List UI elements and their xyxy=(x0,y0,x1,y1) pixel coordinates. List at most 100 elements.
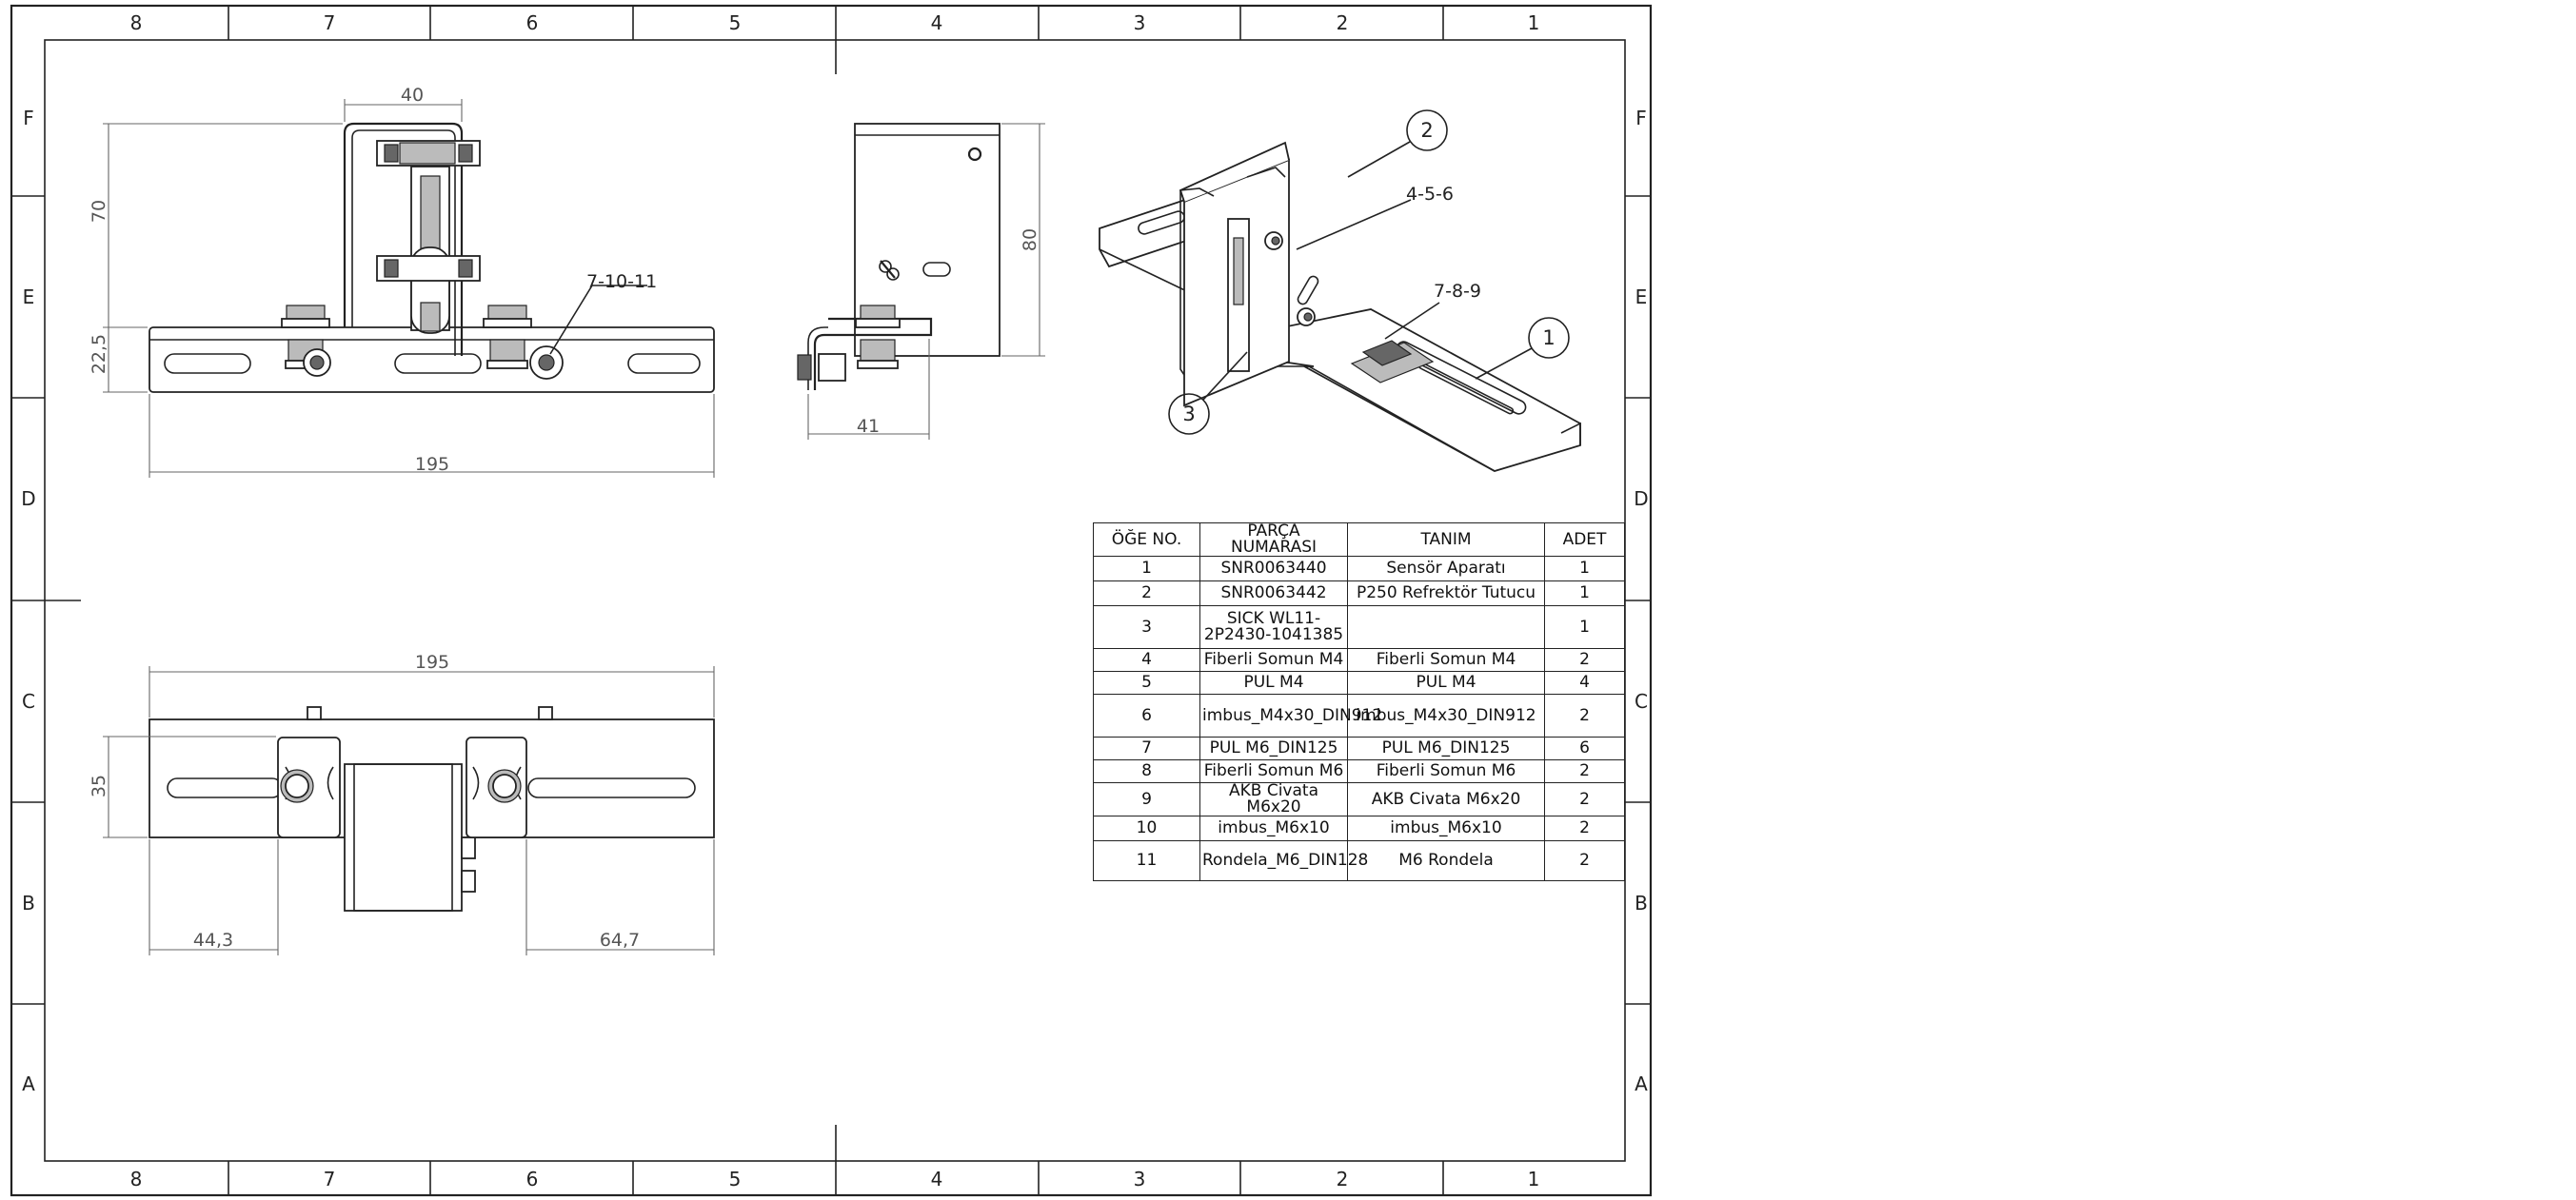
balloon-2-label: 2 xyxy=(1420,119,1433,142)
table-row: 2 SNR0063442 P250 Refrektör Tutucu 1 xyxy=(1093,580,1625,606)
bom-desc: imbus_M4x30_DIN912 xyxy=(1347,694,1545,738)
base-bracket-side xyxy=(813,317,933,390)
bom-header-no: ÖĞE NO. xyxy=(1093,522,1200,557)
bom-no: 3 xyxy=(1093,605,1200,649)
zone-col-top-1: 8 xyxy=(130,11,143,34)
zone-row-left-6: A xyxy=(22,1072,35,1095)
top-view: 195 35 44,3 64,7 xyxy=(89,652,715,955)
bom-no: 4 xyxy=(1093,648,1200,672)
balloon-3-label: 3 xyxy=(1182,403,1195,425)
bom-desc: P250 Refrektör Tutucu xyxy=(1347,580,1545,606)
zone-row-left-1: F xyxy=(23,107,34,129)
bom-qty: 1 xyxy=(1544,580,1625,606)
sheet-border xyxy=(10,4,1653,1197)
bom-qty: 2 xyxy=(1544,694,1625,738)
bom-no: 10 xyxy=(1093,816,1200,841)
bom-no: 7 xyxy=(1093,737,1200,760)
table-row: 10 imbus_M6x10 imbus_M6x10 2 xyxy=(1093,816,1625,841)
callout-7-8-9: 7-8-9 xyxy=(1434,281,1481,302)
isometric-view: 2 1 3 4-5-6 7-8-9 xyxy=(1099,109,1581,472)
bom-part: imbus_M6x10 xyxy=(1199,816,1348,841)
zone-row-right-6: A xyxy=(1635,1072,1648,1095)
dim-height: 70 xyxy=(89,200,109,223)
dim-side-depth: 41 xyxy=(857,416,880,437)
bom-part: SNR0063440 xyxy=(1199,556,1348,581)
dim-width-top: 40 xyxy=(401,85,424,106)
callout-leader xyxy=(549,285,647,355)
bom-part: Rondela_M6_DIN128 xyxy=(1199,840,1368,881)
dim-base-height: 22,5 xyxy=(89,334,109,374)
dim-right-offset: 64,7 xyxy=(600,930,640,951)
nut xyxy=(487,305,527,320)
bom-part: Fiberli Somun M4 xyxy=(1199,648,1348,672)
slot xyxy=(627,353,701,374)
zone-row-left-2: E xyxy=(23,285,35,308)
bom-no: 2 xyxy=(1093,580,1200,606)
zone-row-right-5: B xyxy=(1635,892,1648,915)
bom-part: imbus_M4x30_DIN912 xyxy=(1199,694,1382,738)
bom-header-qty: ADET xyxy=(1544,522,1625,557)
zone-labels: 8 7 6 5 4 3 2 1 8 7 6 5 4 3 2 1 F E D C … xyxy=(21,11,1648,1190)
zone-col-bottom-4: 5 xyxy=(729,1168,742,1190)
bom-no: 11 xyxy=(1093,840,1200,881)
zone-col-top-2: 7 xyxy=(324,11,336,34)
zone-row-left-5: B xyxy=(22,892,35,915)
bom-no: 8 xyxy=(1093,759,1200,783)
bom-qty: 6 xyxy=(1544,737,1625,760)
table-row: 6 imbus_M4x30_DIN912 imbus_M4x30_DIN912 … xyxy=(1093,694,1625,738)
bom-desc: Sensör Aparatı xyxy=(1347,556,1545,581)
bom-desc: Fiberli Somun M6 xyxy=(1347,759,1545,783)
bom-qty: 1 xyxy=(1544,605,1625,649)
zone-row-right-1: F xyxy=(1635,107,1647,129)
zone-col-top-8: 1 xyxy=(1528,11,1540,34)
zone-col-bottom-2: 7 xyxy=(324,1168,336,1190)
bom-header-row: ÖĞE NO. PARÇA NUMARASI TANIM ADET xyxy=(1093,522,1625,557)
side-view: 80 41 xyxy=(797,123,1045,440)
sensor-top xyxy=(344,763,463,912)
nut xyxy=(286,305,326,320)
zone-col-bottom-1: 8 xyxy=(130,1168,143,1190)
bom-no: 5 xyxy=(1093,671,1200,695)
bom-part: SICK WL11-2P2430-1041385 xyxy=(1199,605,1348,649)
bom-header-part: PARÇA NUMARASI xyxy=(1199,522,1348,557)
dim-top-length: 195 xyxy=(415,652,449,673)
zone-col-bottom-5: 4 xyxy=(931,1168,943,1190)
drawing-sheet: 8 7 6 5 4 3 2 1 8 7 6 5 4 3 2 1 F E D C … xyxy=(10,4,1653,1197)
balloon-1 xyxy=(1528,317,1570,359)
bom-desc: PUL M4 xyxy=(1347,671,1545,695)
zone-row-left-3: D xyxy=(21,487,35,510)
bom-desc: M6 Rondela xyxy=(1347,840,1545,881)
zone-col-bottom-3: 6 xyxy=(526,1168,539,1190)
bom-qty: 2 xyxy=(1544,840,1625,881)
bom-part: Fiberli Somun M6 xyxy=(1199,759,1348,783)
callout-4-5-6: 4-5-6 xyxy=(1406,184,1454,205)
bom-part: PUL M4 xyxy=(1199,671,1348,695)
bom-qty: 2 xyxy=(1544,782,1625,816)
slot xyxy=(394,353,482,374)
bom-part: AKB Civata M6x20 xyxy=(1199,782,1348,816)
zone-col-top-4: 5 xyxy=(729,11,742,34)
slot xyxy=(527,777,696,798)
zone-col-top-6: 3 xyxy=(1134,11,1146,34)
table-row: 5 PUL M4 PUL M4 4 xyxy=(1093,671,1625,695)
bom-qty: 2 xyxy=(1544,759,1625,783)
dim-top-depth: 35 xyxy=(89,775,109,797)
zone-col-bottom-8: 1 xyxy=(1528,1168,1540,1190)
table-row: 11 Rondela_M6_DIN128 M6 Rondela 2 xyxy=(1093,840,1625,881)
bom-qty: 2 xyxy=(1544,648,1625,672)
dim-left-offset: 44,3 xyxy=(193,930,233,951)
zone-col-top-3: 6 xyxy=(526,11,539,34)
zone-row-left-4: C xyxy=(22,690,35,713)
callout-leader xyxy=(1296,199,1412,250)
zone-col-bottom-7: 2 xyxy=(1337,1168,1349,1190)
bom-header-desc: TANIM xyxy=(1347,522,1545,557)
bom-qty: 1 xyxy=(1544,556,1625,581)
callout-7-10-11: 7-10-11 xyxy=(586,271,657,292)
table-row: 8 Fiberli Somun M6 Fiberli Somun M6 2 xyxy=(1093,759,1625,783)
bom-desc: AKB Civata M6x20 xyxy=(1347,782,1545,816)
zone-row-right-3: D xyxy=(1634,487,1648,510)
bom-desc: Fiberli Somun M4 xyxy=(1347,648,1545,672)
zone-col-top-5: 4 xyxy=(931,11,943,34)
slot xyxy=(164,353,251,374)
bom-desc xyxy=(1347,605,1545,649)
